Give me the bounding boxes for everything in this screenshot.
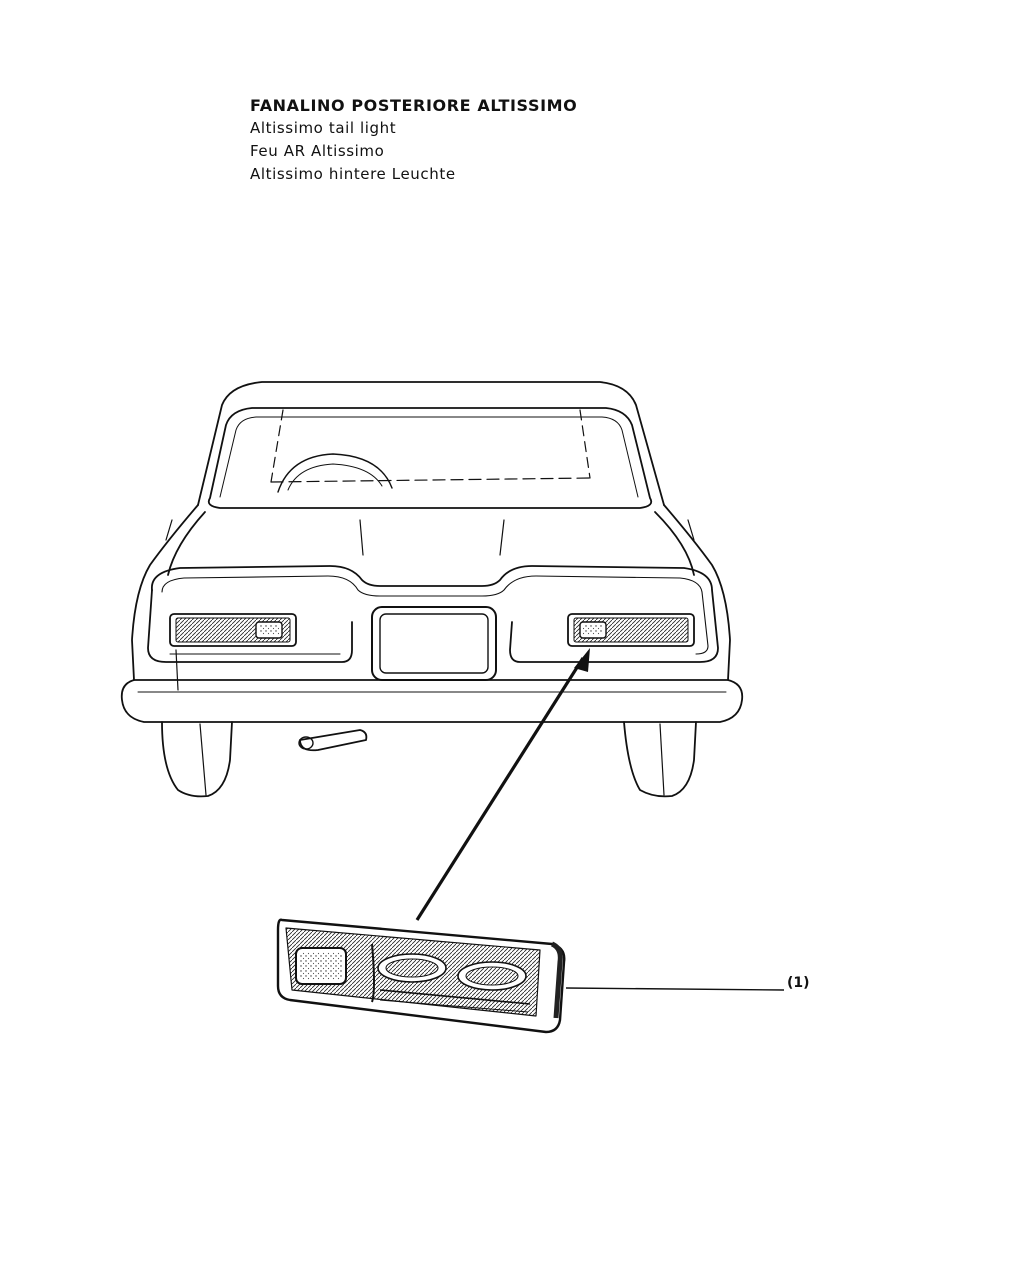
roof-outline	[197, 381, 665, 506]
callout-label-1: (1)	[787, 975, 810, 991]
trunk-lid	[167, 511, 206, 576]
title-english: Altissimo tail light	[250, 119, 397, 137]
rear-window	[207, 407, 653, 509]
steering-wheel	[277, 453, 393, 493]
title-block: FANALINO POSTERIORE ALTISSIMO Altissimo …	[250, 94, 577, 186]
car-tail-light-left	[169, 613, 297, 647]
title-german: Altissimo hintere Leuchte	[250, 165, 456, 183]
callout-leader-1	[565, 987, 785, 991]
wheel-right	[623, 721, 697, 798]
tail-panel	[151, 565, 719, 663]
wheel-left	[161, 721, 233, 798]
rear-bumper	[120, 679, 744, 723]
body-right-side	[663, 504, 731, 681]
title-italian: FANALINO POSTERIORE ALTISSIMO	[250, 96, 578, 115]
leader-arrow	[415, 648, 590, 921]
tail-light-part-1	[276, 918, 566, 1034]
title-french: Feu AR Altissimo	[250, 142, 385, 160]
car-tail-light-right	[567, 613, 695, 647]
car-rear-view	[120, 381, 744, 798]
exhaust-pipe	[299, 729, 368, 752]
body-left-side	[131, 504, 199, 681]
license-plate-recess	[371, 606, 497, 681]
